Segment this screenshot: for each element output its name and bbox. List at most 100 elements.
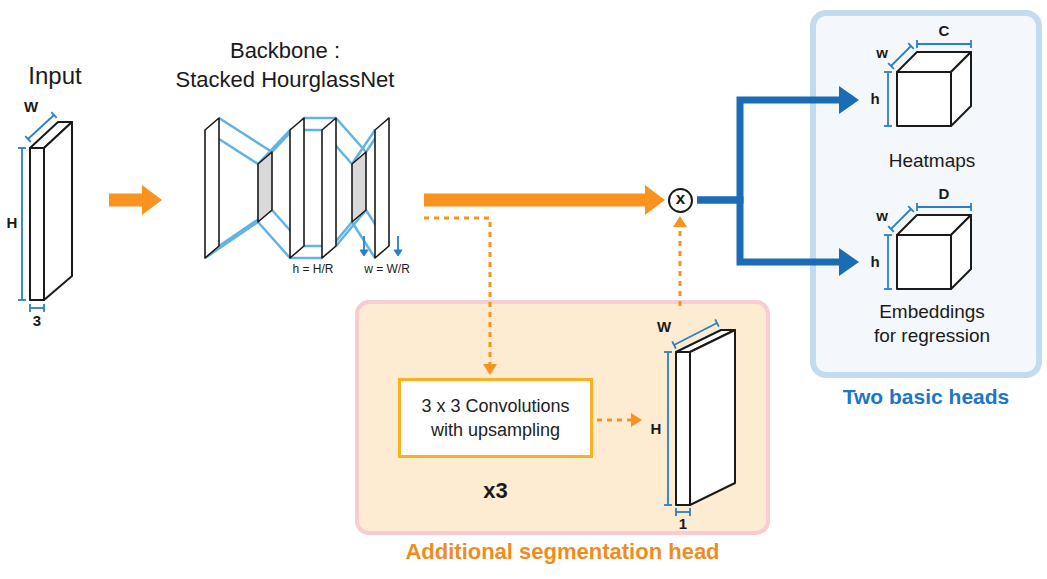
dimension-tick (884, 71, 892, 73)
skip-connection (336, 118, 366, 152)
dimension-tick (664, 351, 672, 353)
input-label: Input (5, 62, 105, 91)
repeat-count: x3 (398, 478, 593, 504)
cube-face (951, 52, 971, 126)
dimension-tick (916, 40, 918, 48)
dimension-bracket (676, 511, 690, 513)
text-holder: h (868, 253, 882, 271)
input-tensor: InputW H 3 (5, 60, 105, 335)
region-title: Additional segmentation head (355, 539, 770, 565)
dimension-label: C (936, 22, 952, 40)
connector (424, 185, 665, 215)
region-title: Two basic heads (810, 384, 1042, 409)
dimension-tick (888, 226, 894, 232)
dimension-tick (664, 504, 672, 506)
skip-connection (336, 210, 366, 246)
connector-line (697, 200, 841, 262)
dimension-tick (672, 341, 676, 348)
text-holder: w = W/R (356, 262, 418, 276)
dimension-bracket (667, 352, 669, 505)
text-holder: 3 (29, 312, 45, 330)
dimension-bracket (674, 323, 717, 345)
dimension-label: 3 (29, 312, 45, 330)
arrow-head (360, 250, 368, 256)
dimension-label: D (936, 185, 952, 203)
text-holder: h (868, 90, 882, 108)
dimension-bracket (891, 46, 911, 66)
slab-face (690, 330, 735, 505)
slab-face (44, 122, 72, 300)
dimension-bracket (887, 235, 889, 289)
dimension-label: W (22, 98, 40, 116)
text-holder: w (875, 207, 889, 225)
skip-connection (290, 257, 322, 260)
slab-face (676, 352, 690, 505)
dimension-bracket (21, 148, 23, 300)
text-holder: 3 x 3 Convolutions with upsampling (398, 394, 593, 442)
text-holder: x3 (398, 478, 593, 504)
dimension-tick (18, 147, 26, 149)
arrow-head (839, 248, 859, 276)
heatmap-tensor: Heatmaps w h C (862, 18, 1002, 198)
dimension-label: w (875, 207, 889, 225)
connector (424, 218, 497, 375)
feature-plane (352, 152, 366, 222)
arrow-head (631, 413, 642, 427)
resolution-label: h = H/R (280, 262, 346, 276)
dimension-tick (675, 508, 677, 516)
dimension-bracket (887, 72, 889, 126)
arrow-head (142, 185, 162, 215)
segmentation-region: 3 x 3 Convolutions with upsamplingx3WH1A… (355, 300, 770, 535)
dimension-bracket (28, 115, 54, 139)
dimension-tick (970, 40, 972, 48)
dimension-tick (25, 136, 30, 142)
backbone: Backbone : Stacked HourglassNeth = H/Rw … (165, 35, 420, 285)
dimension-label: h (868, 253, 882, 271)
feature-plane (375, 118, 389, 258)
dimension-label: H (649, 420, 663, 438)
text-holder: 1 (676, 515, 690, 533)
feature-plane (258, 152, 272, 222)
skip-connection (352, 222, 375, 258)
dimension-tick (884, 234, 892, 236)
segmentation-tensor: W H 1 (645, 310, 760, 535)
dimension-arrow (363, 236, 365, 251)
tensor-label: Embeddings for regression (862, 300, 1002, 348)
dimension-tick (884, 125, 892, 127)
dimension-tick (51, 112, 56, 118)
connector-line (424, 218, 490, 366)
connector-line (679, 226, 682, 307)
dimension-bracket (917, 206, 971, 208)
dimension-tick (43, 304, 45, 312)
slab-face (30, 148, 44, 300)
connector-line (424, 194, 647, 207)
multiply-op: x (668, 188, 693, 213)
arrow-head (839, 86, 859, 114)
tensor-label: Heatmaps (862, 150, 1002, 173)
arrow-head (673, 216, 687, 227)
text-holder: w (875, 44, 889, 62)
dimension-tick (689, 508, 691, 516)
skip-connection (258, 222, 290, 258)
connector-line (109, 194, 144, 207)
text-holder: H (649, 420, 663, 438)
dimension-tick (18, 299, 26, 301)
dimension-label: W (656, 318, 672, 336)
dimension-arrow (397, 236, 399, 251)
text-holder: D (936, 185, 952, 203)
dimension-tick (29, 304, 31, 312)
arrow-head (394, 250, 402, 256)
dimension-tick (970, 203, 972, 211)
dimension-tick (908, 206, 914, 212)
dimension-label: H (4, 214, 20, 232)
dimension-tick (884, 288, 892, 290)
multiply-symbol: x (668, 190, 693, 208)
text-holder: W (656, 318, 672, 336)
dimension-tick (715, 319, 719, 326)
text-holder: Heatmaps (862, 150, 1002, 173)
process-box: 3 x 3 Convolutions with upsamplingx3 (398, 378, 593, 458)
text-holder: Embeddings for regression (862, 300, 1002, 348)
arrow-head (483, 364, 497, 375)
input-tensor-shape (5, 60, 105, 335)
